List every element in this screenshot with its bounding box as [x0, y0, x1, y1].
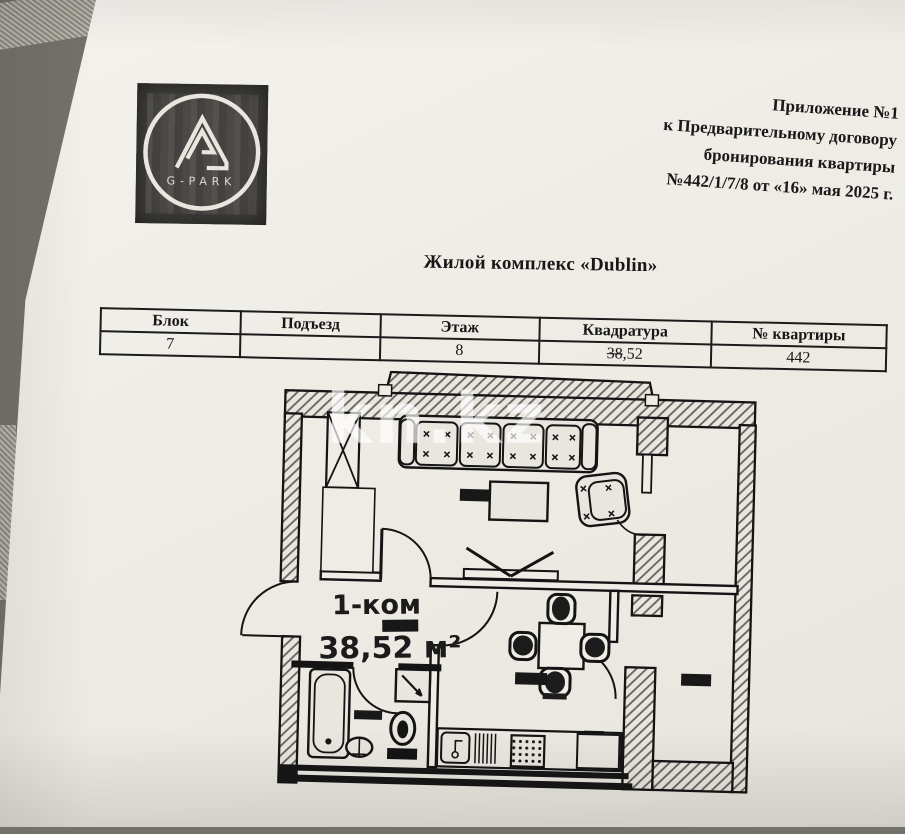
dining-chair [508, 630, 538, 662]
wardrobe [320, 411, 376, 574]
dish-rack [474, 733, 497, 764]
right-wall [729, 423, 757, 794]
area-label: 38,52 м² [318, 630, 461, 666]
sink-tap [352, 738, 367, 758]
vent-arrow-icon [401, 674, 423, 697]
tv [462, 546, 559, 582]
bathtub-drain [325, 738, 332, 745]
gpark-logo: G-PARK [135, 83, 269, 226]
kitchen-door-arc [440, 591, 499, 647]
cell-apartment: 442 [710, 344, 887, 372]
duct [641, 453, 653, 494]
cell-floor: 8 [379, 337, 539, 364]
sofa-armrest [398, 418, 416, 466]
cabinet-tab [583, 730, 604, 735]
doors [240, 527, 617, 715]
bathroom-wall [291, 660, 354, 670]
apartment-label: 1-ком 38,52 м² [318, 590, 461, 667]
bathtub-inner [312, 673, 346, 754]
toilet-base [386, 747, 418, 760]
bottom-wall [278, 764, 633, 791]
kitchen-tap [451, 750, 459, 759]
area-badge [459, 488, 491, 502]
left-wall-upper [279, 411, 304, 583]
gpark-logo-mark: G-PARK [143, 93, 261, 211]
dining-chair [546, 592, 577, 626]
dining-table [537, 621, 586, 671]
dining-chair [579, 632, 611, 664]
living-room-wall [429, 576, 739, 596]
floor-cable-line [616, 519, 648, 536]
entry-door-leaf [242, 634, 295, 638]
sofa-armrest [580, 423, 598, 471]
room-wall-bottom [651, 759, 735, 794]
col-header-entrance: Подъезд [240, 311, 381, 338]
area-badge [680, 673, 712, 687]
area-rest-digits: ,52 [622, 345, 643, 363]
kitchen-room-wall [607, 589, 620, 644]
dining-chair [538, 666, 572, 700]
left-wall-lower [277, 635, 302, 784]
living-door-arc [381, 527, 432, 581]
wall-pier-middle [632, 533, 667, 591]
kitchen-counter [435, 727, 623, 773]
interior-walls [319, 569, 739, 769]
wall-pier-upper [635, 416, 670, 457]
area-badge [382, 619, 419, 632]
room-type-label: 1-ком [332, 590, 421, 622]
floor-plan: 1-ком 38,52 м² [240, 370, 757, 794]
annex-header: Приложение №1 к Предварительному договор… [557, 77, 900, 208]
col-header-block: Блок [100, 308, 241, 335]
logo-caption: G-PARK [166, 174, 236, 188]
window-notch [377, 383, 393, 397]
armchair [575, 471, 631, 528]
living-door-leaf [379, 528, 384, 579]
bathroom-door-arc [352, 667, 398, 715]
tv-stand-lines [465, 546, 555, 578]
triangle-g-icon [174, 113, 229, 171]
bathtub [306, 667, 352, 760]
closet-niche [320, 486, 376, 574]
entry-door-arc [240, 580, 298, 636]
sofa [397, 414, 599, 474]
kitchen-cabinet [575, 732, 621, 771]
coffee-table [488, 480, 550, 523]
area-struck-digits: 38 [606, 344, 623, 363]
dining-set [508, 592, 611, 700]
cell-area: 38,52 [538, 340, 712, 368]
stove [509, 734, 546, 769]
complex-title: Жилой комплекс «Dublin» [423, 251, 658, 277]
room-wall-block [630, 594, 664, 618]
area-badge [353, 710, 383, 720]
sofa-cushion [544, 424, 582, 470]
area-badge [514, 672, 548, 686]
watermark: kn.kz [326, 377, 547, 460]
cell-entrance [239, 334, 381, 361]
window-notch [644, 393, 660, 407]
apartment-info-table: Блок Подъезд Этаж Квадратура № квартиры … [99, 307, 888, 372]
col-header-floor: Этаж [380, 314, 540, 341]
toilet-inner [397, 720, 409, 739]
bathroom [306, 667, 432, 760]
cell-block: 7 [99, 331, 241, 358]
room-wall-vertical [621, 665, 657, 792]
